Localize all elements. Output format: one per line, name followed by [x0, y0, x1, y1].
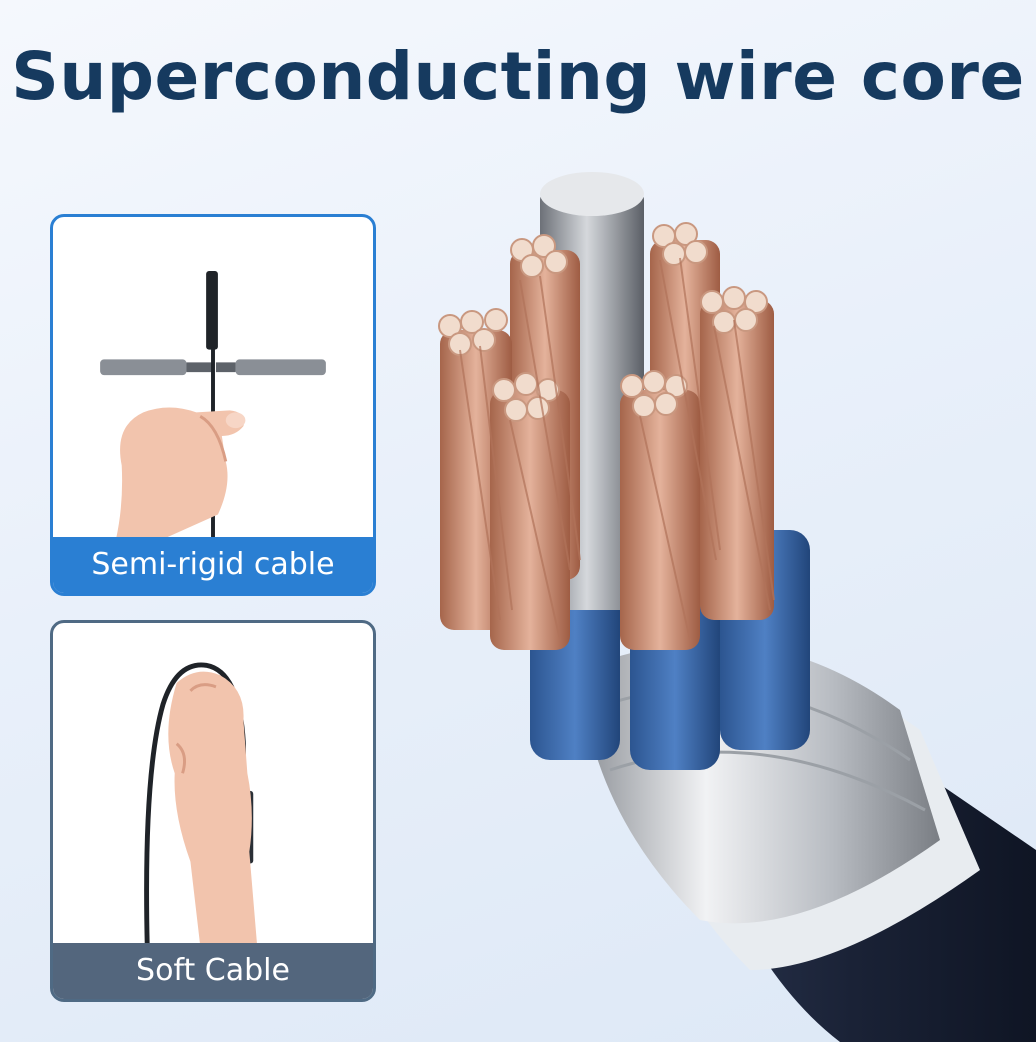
hand-bending-cable-icon	[100, 271, 326, 540]
semi-rigid-cable-label: Semi-rigid cable	[53, 537, 373, 593]
soft-cable-card: Soft Cable	[50, 620, 376, 1002]
page-title: Superconducting wire core	[11, 38, 1025, 115]
semi-rigid-cable-card: Semi-rigid cable	[50, 214, 376, 596]
soft-cable-label: Soft Cable	[53, 943, 373, 999]
hand-holding-soft-cable-icon	[144, 662, 258, 947]
cable-cross-section-image	[438, 172, 1036, 1042]
